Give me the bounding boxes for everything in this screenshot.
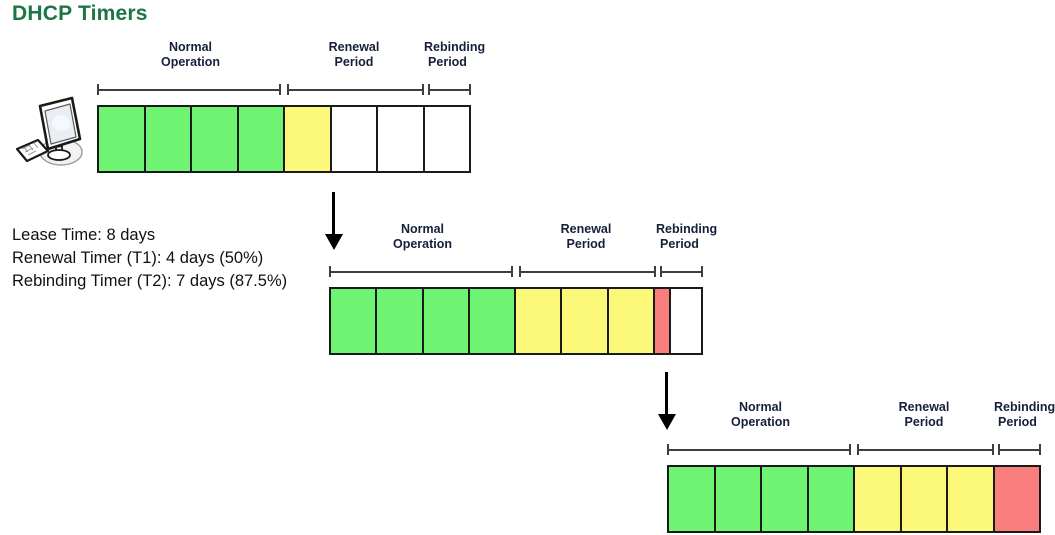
timeline-3-cell-4: [808, 467, 855, 531]
timeline-1-cell-5: [285, 107, 332, 171]
lease-time-line: Lease Time: 8 days: [12, 226, 156, 244]
timeline-2-cell-5: [516, 289, 563, 353]
timeline-3-cell-2: [715, 467, 762, 531]
timeline-1-bar: [97, 105, 471, 173]
timeline-3-renewal-bracket: [857, 444, 994, 455]
timeline-1-renewal-bracket: [287, 84, 424, 95]
timeline-1-renewal-label: Renewal Period: [328, 40, 380, 69]
timeline-3-normal-bracket: [667, 444, 851, 455]
timeline-2-cell-3: [423, 289, 470, 353]
timeline-2-renewal-bracket: [519, 266, 656, 277]
timeline-2-normal-label: Normal Operation: [392, 222, 453, 251]
timeline-2-cell-2: [377, 289, 424, 353]
timeline-2-cell-1: [331, 289, 378, 353]
timeline-3-renewal-label: Renewal Period: [898, 400, 950, 429]
timeline-3-cell-3: [762, 467, 809, 531]
timeline-2-renewal-label: Renewal Period: [560, 222, 612, 251]
timeline-1-cell-7: [378, 107, 425, 171]
timeline-3-rebinding-label: Rebinding Period: [994, 400, 1055, 429]
timeline-2-cell-6: [562, 289, 609, 353]
rebinding-timer-line: Rebinding Timer (T2): 7 days (87.5%): [12, 272, 288, 290]
timeline-3-cell-6: [901, 467, 948, 531]
timeline-3-cell-1: [669, 467, 716, 531]
timeline-2-cell-8-remainder: [671, 289, 701, 353]
timeline-3-bar: [667, 465, 1041, 533]
timeline-1-rebinding-bracket: [428, 84, 471, 95]
timeline-1-cell-2: [145, 107, 192, 171]
timeline-1-normal-label: Normal Operation: [160, 40, 221, 69]
down-arrow-2-icon: [656, 372, 678, 430]
timeline-2-bar: [329, 287, 703, 355]
lease-info-block: Lease Time: 8 days Renewal Timer (T1): 4…: [12, 224, 287, 293]
desktop-computer-icon: [14, 92, 94, 174]
timeline-1-normal-bracket: [97, 84, 281, 95]
page-title: DHCP Timers: [12, 2, 148, 25]
down-arrow-1-icon: [323, 192, 345, 250]
timeline-3-cell-7: [948, 467, 995, 531]
timeline-1-cell-3: [192, 107, 239, 171]
timeline-1-rebinding-label: Rebinding Period: [424, 40, 486, 69]
renewal-timer-line: Renewal Timer (T1): 4 days (50%): [12, 249, 264, 267]
timeline-2-cell-4: [469, 289, 516, 353]
timeline-3-cell-8: [994, 467, 1039, 531]
timeline-2-rebinding-bracket: [660, 266, 703, 277]
timeline-2-cell-7: [608, 289, 655, 353]
timeline-2-rebinding-label: Rebinding Period: [656, 222, 718, 251]
timeline-1-cell-8: [424, 107, 469, 171]
timeline-1-cell-6: [331, 107, 378, 171]
timeline-2-cell-8-marker: [654, 289, 672, 353]
timeline-3-rebinding-bracket: [998, 444, 1041, 455]
timeline-3-cell-5: [855, 467, 902, 531]
timeline-3-normal-label: Normal Operation: [730, 400, 791, 429]
timeline-1-cell-4: [238, 107, 285, 171]
timeline-1-cell-1: [99, 107, 146, 171]
timeline-2-normal-bracket: [329, 266, 513, 277]
